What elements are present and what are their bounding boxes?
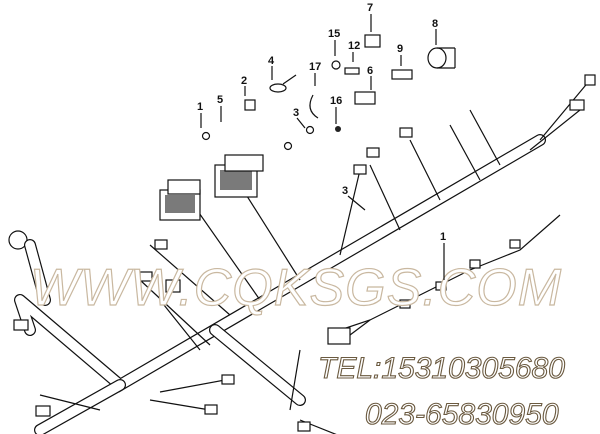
callout-8: 8 [432,18,438,30]
callout-3: 3 [293,107,299,119]
callout-1: 1 [197,101,203,113]
callout-16: 16 [330,95,342,107]
connectors [13,74,596,432]
callout-4: 4 [268,55,275,67]
callout-5: 5 [217,94,223,106]
small-parts [201,34,456,151]
branch-wires [39,79,591,434]
callout-6: 6 [367,65,373,77]
callout-2: 2 [241,75,247,87]
contact-phone: 023-65830950 [365,398,559,431]
callout-labels: 1 2 3 4 5 6 7 8 9 12 15 16 17 3 1 [197,2,446,280]
callout-9: 9 [397,43,403,55]
contact-tel: TEL:15310305680 [318,352,565,385]
callout-15: 15 [328,28,340,40]
callout-12: 12 [348,40,360,52]
watermark: WWW.CQKSGS.COM [30,259,562,317]
callout-7: 7 [367,2,373,14]
callout-1-harness: 1 [440,231,446,243]
callout-3-harness: 3 [342,185,348,197]
callout-17: 17 [309,61,321,73]
